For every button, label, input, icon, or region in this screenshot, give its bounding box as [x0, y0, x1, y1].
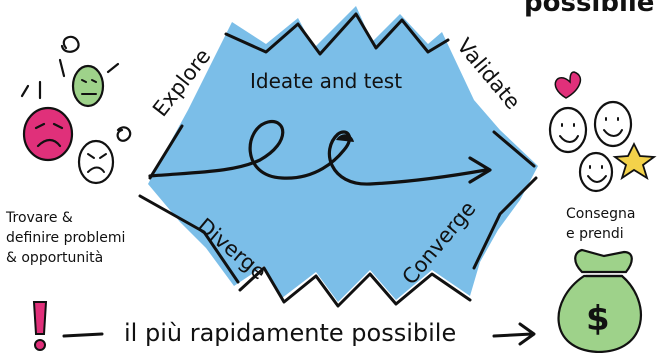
process-shape [138, 6, 538, 308]
loop-arrow-icon [148, 120, 492, 186]
banner-dash [62, 332, 104, 338]
happy-faces-icon [548, 71, 657, 193]
heart-icon [554, 71, 582, 99]
left-caption-line2: definire problemi [6, 230, 125, 246]
phase-label-ideate-test: Ideate and test [250, 69, 402, 93]
exclamation-icon [32, 301, 48, 351]
top-cut-text: possibile [524, 0, 654, 18]
banner-text: il più rapidamente possibile [124, 319, 456, 347]
right-caption-line2: e prendi [566, 226, 624, 242]
money-symbol: $ [586, 299, 610, 339]
right-caption-line1: Consegna [566, 206, 635, 222]
arrow-right-icon [492, 322, 536, 346]
left-caption-line1: Trovare & [5, 210, 73, 226]
money-bag-icon: $ [557, 248, 643, 353]
star-icon [612, 141, 657, 181]
left-caption-line3: & opportunità [6, 250, 103, 266]
frustrated-faces-icon [20, 35, 132, 185]
